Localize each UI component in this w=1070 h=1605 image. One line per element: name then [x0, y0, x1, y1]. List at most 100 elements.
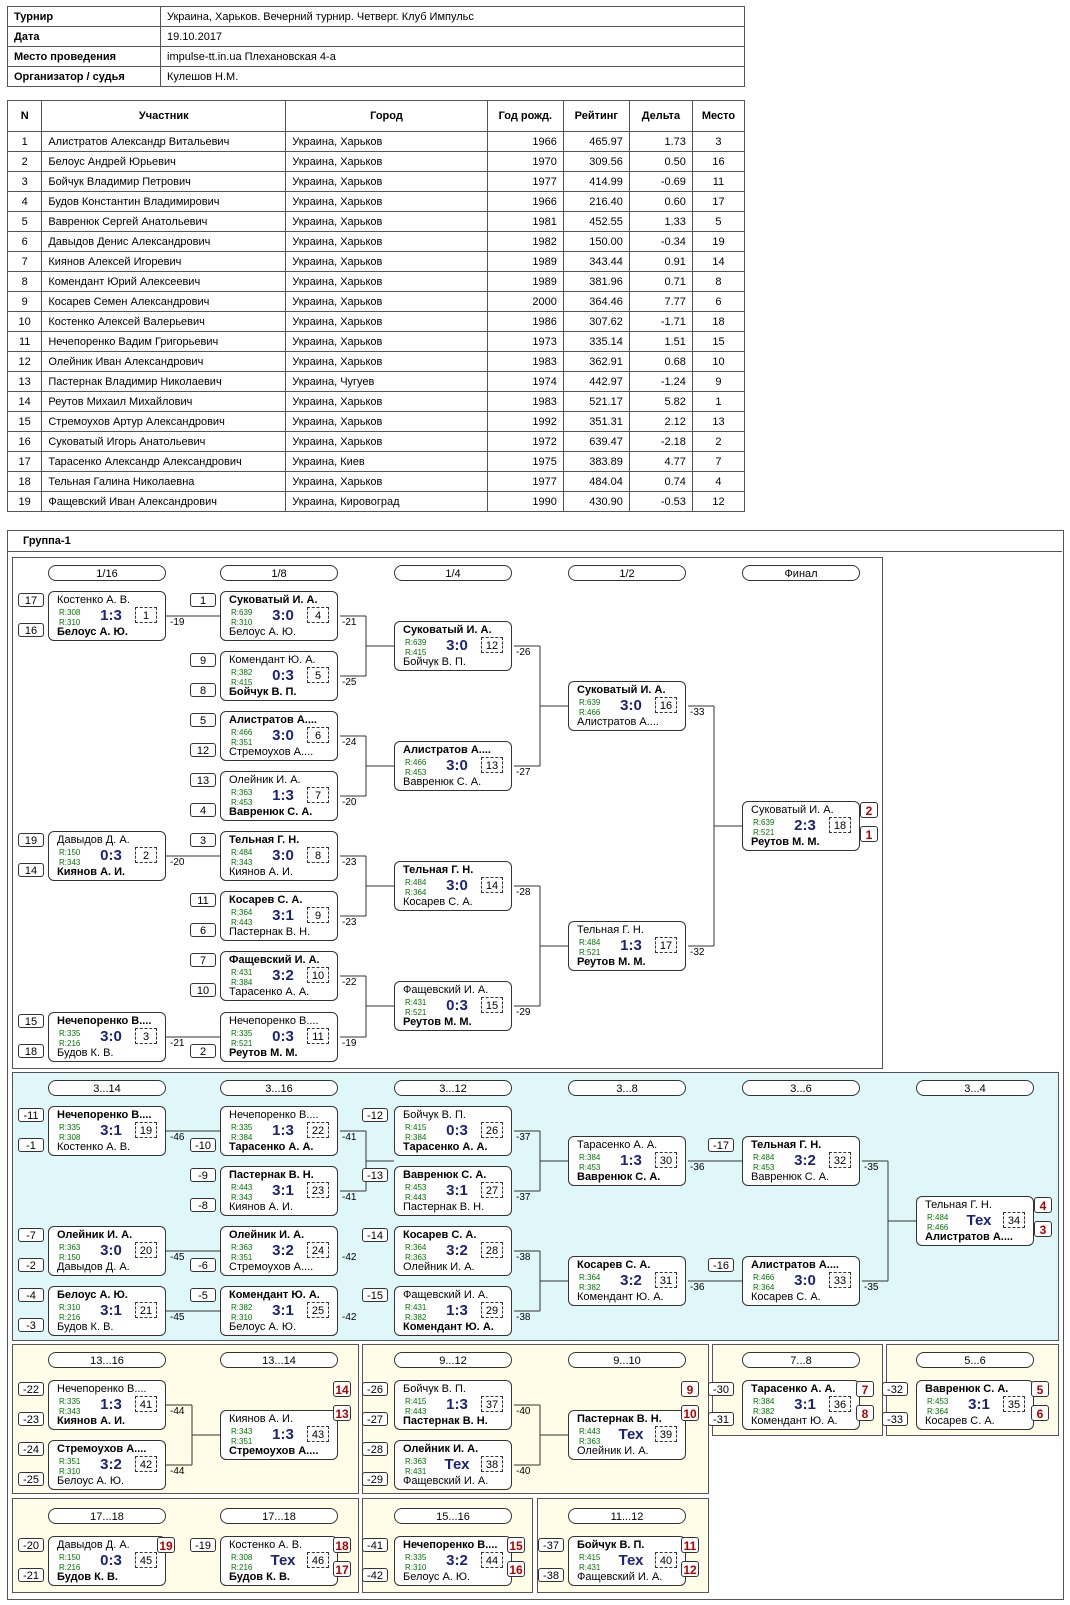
- player-top-rating: R:431: [231, 968, 253, 977]
- player-bottom-rating: R:364: [927, 1407, 949, 1416]
- player-bottom-rating: R:310: [405, 1563, 427, 1572]
- player-bottom-name: Костенко А. В.: [57, 1141, 131, 1153]
- player-bottom-name: Будов К. В.: [229, 1571, 290, 1583]
- player-top-rating: R:364: [579, 1273, 601, 1282]
- player-top-name: Нечепоренко В....: [229, 1015, 319, 1027]
- match-score: 1:3: [446, 1396, 468, 1413]
- seed-box: -20: [18, 1538, 44, 1552]
- players-column-header: Дельта: [628, 100, 693, 132]
- player-top-rating: R:639: [231, 608, 253, 617]
- final-place-badge: 12: [681, 1561, 699, 1577]
- player-bottom-rating: R:310: [59, 618, 81, 627]
- final-place-badge: 16: [507, 1561, 525, 1577]
- table-cell: 484.04: [562, 471, 630, 492]
- loser-destination: -33: [690, 707, 705, 718]
- table-cell: Киянов Алексей Игоревич: [41, 251, 287, 272]
- match-score: 3:1: [968, 1396, 990, 1413]
- loser-destination: -41: [342, 1192, 357, 1203]
- player-top-name: Тельная Г. Н.: [403, 864, 474, 876]
- match-score: 3:2: [446, 1242, 468, 1259]
- match-score: 1:3: [272, 1122, 294, 1139]
- player-top-rating: R:443: [231, 1183, 253, 1192]
- match-number: 33: [829, 1272, 851, 1288]
- final-place-badge: 18: [333, 1537, 351, 1553]
- match-number: 35: [1003, 1396, 1025, 1412]
- player-bottom-rating: R:453: [405, 768, 427, 777]
- table-cell: 430.90: [562, 491, 630, 512]
- player-bottom-name: Тарасенко А. А.: [403, 1141, 488, 1153]
- round-label: 1/4: [394, 565, 512, 581]
- match-number: 11: [307, 1028, 329, 1044]
- loser-destination: -45: [170, 1312, 185, 1323]
- player-bottom-name: Олейник И. А.: [403, 1261, 475, 1273]
- seed-box: 4: [190, 803, 216, 817]
- final-place-badge: 13: [333, 1405, 351, 1421]
- player-bottom-name: Бойчук В. П.: [229, 686, 297, 698]
- player-bottom-rating: R:466: [927, 1223, 949, 1232]
- round-label: 3...16: [220, 1080, 338, 1096]
- table-cell: 19: [6, 491, 43, 512]
- match-score: 1:3: [620, 1152, 642, 1169]
- player-bottom-name: Вавренюк С. А.: [229, 806, 313, 818]
- player-top-name: Тельная Г. Н.: [751, 1139, 822, 1151]
- final-place-badge: 2: [860, 802, 878, 818]
- match-score: Тех: [444, 1456, 470, 1473]
- player-top-name: Тельная Г. Н.: [577, 924, 644, 936]
- table-cell: 1966: [486, 131, 564, 152]
- match-number: 38: [481, 1456, 503, 1472]
- seed-box: -12: [362, 1108, 388, 1122]
- player-top-name: Нечепоренко В....: [57, 1383, 147, 1395]
- table-cell: 19: [691, 231, 746, 252]
- table-cell: 452.55: [562, 211, 630, 232]
- player-top-rating: R:335: [231, 1029, 253, 1038]
